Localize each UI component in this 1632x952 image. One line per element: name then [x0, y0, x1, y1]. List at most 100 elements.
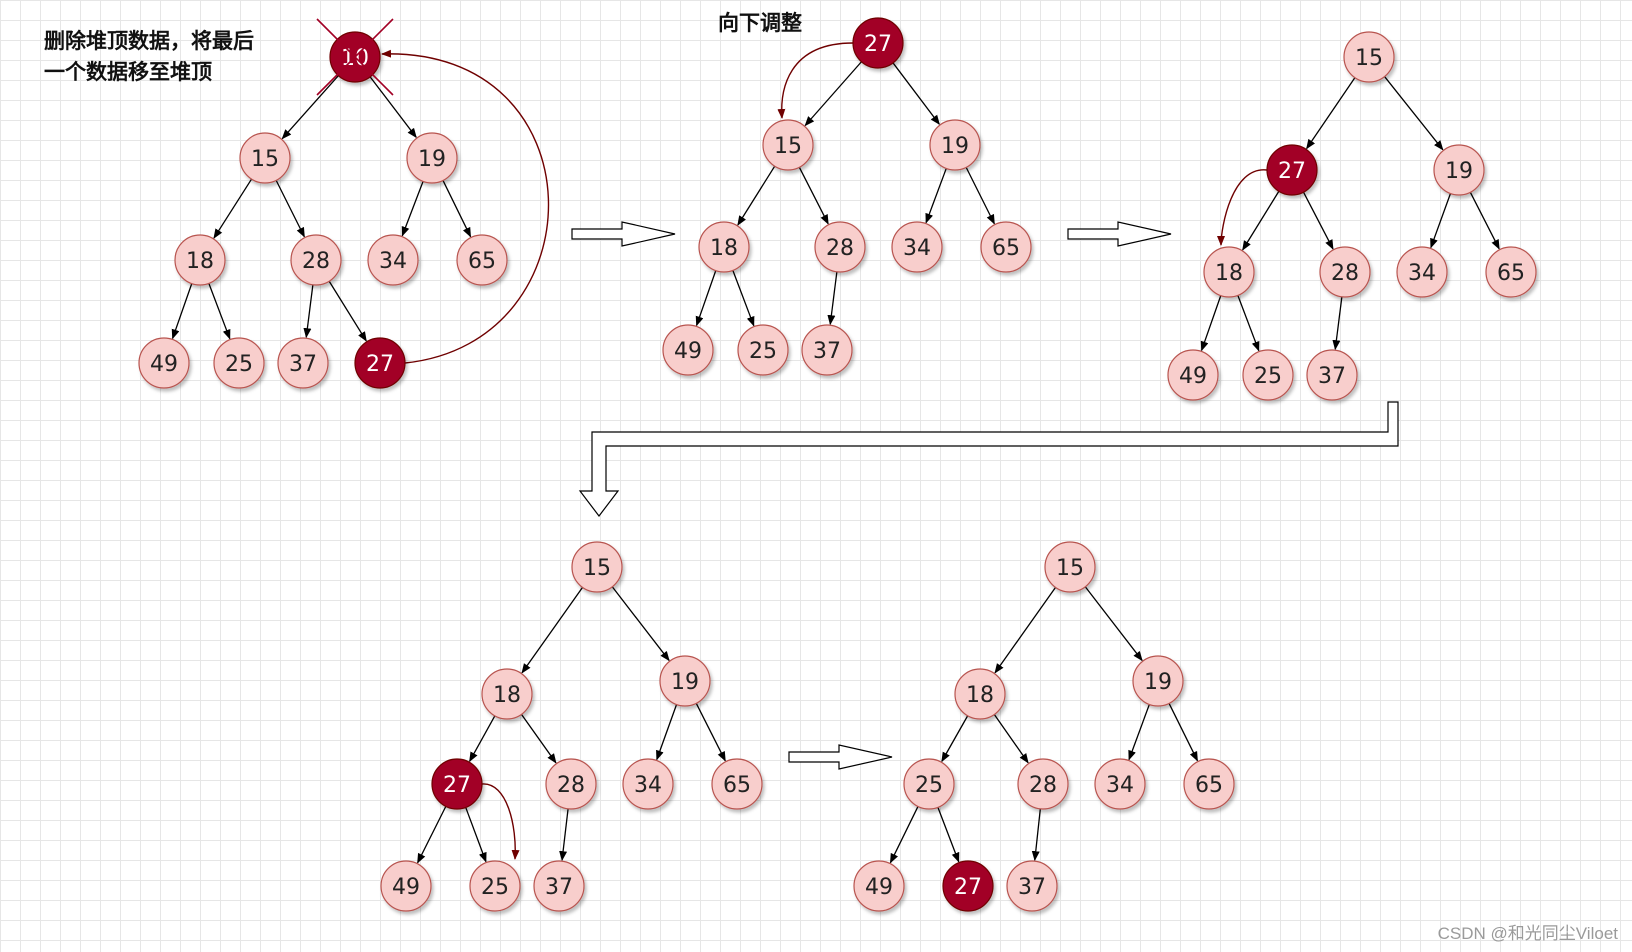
edge-c-g — [1469, 191, 1500, 250]
step-arrow-3-icon — [788, 744, 893, 770]
edge-c-g — [695, 703, 726, 762]
heap-node-value: 37 — [289, 352, 317, 377]
move-arrow — [381, 49, 550, 364]
heap-node-value: 49 — [1179, 364, 1207, 389]
edge-d-i — [1237, 295, 1260, 352]
heap-node-value: 37 — [1018, 875, 1046, 900]
heap-node — [622, 758, 674, 810]
edge-b-e — [520, 713, 557, 764]
heap-node-value: 27 — [1278, 159, 1306, 184]
heap-node — [1183, 758, 1235, 810]
edge-a-c — [1084, 586, 1143, 662]
heap-node — [1017, 758, 1069, 810]
move-arrow — [1217, 169, 1268, 246]
heap-node-value: 19 — [941, 134, 969, 159]
heap-node-value: 28 — [302, 249, 330, 274]
edge-c-g — [442, 180, 472, 238]
heap-node — [801, 324, 853, 376]
heap-node-value: 27 — [954, 875, 982, 900]
heap-node-value: 19 — [671, 670, 699, 695]
edge-e-j — [1332, 296, 1343, 351]
heap-node — [1485, 246, 1537, 298]
heap-node — [903, 758, 955, 810]
heap-node-value: 28 — [557, 773, 585, 798]
heap-node — [406, 132, 458, 184]
heap-node-value: 65 — [1195, 773, 1223, 798]
watermark: CSDN @和光同尘Viloet — [1437, 924, 1618, 943]
heap-node-highlighted — [942, 860, 994, 912]
edge-e-j — [1031, 808, 1041, 862]
heap-node — [929, 119, 981, 171]
heap-node — [481, 668, 533, 720]
heap-node-value: 49 — [865, 875, 893, 900]
heap-node — [662, 324, 714, 376]
heap-node-value: 18 — [1215, 261, 1243, 286]
heap-node — [174, 234, 226, 286]
edge-c-f — [925, 168, 947, 224]
edge-c-f — [401, 181, 424, 237]
heap-node-highlighted — [852, 17, 904, 69]
heap-node-value: 25 — [1254, 364, 1282, 389]
edge-e-j — [827, 271, 838, 326]
heap-node — [469, 860, 521, 912]
heap-node — [853, 860, 905, 912]
edge-c-g — [1168, 703, 1199, 762]
heap-node-value: 49 — [392, 875, 420, 900]
heap-node-value: 65 — [1497, 261, 1525, 286]
move-arrow — [777, 42, 854, 119]
heap-node-value: 49 — [674, 339, 702, 364]
heap-node-value: 34 — [1106, 773, 1134, 798]
heap-node — [138, 337, 190, 389]
heap-node-value: 15 — [774, 134, 802, 159]
heap-node-value: 34 — [379, 249, 407, 274]
heap-node — [571, 541, 623, 593]
heap-node-highlighted — [1266, 144, 1318, 196]
edge-d-h — [1200, 295, 1222, 352]
heap-node — [533, 860, 585, 912]
heap-node-value: 34 — [903, 236, 931, 261]
edge-b-e — [798, 166, 829, 225]
edge-b-d — [213, 178, 253, 239]
heap-node — [1132, 655, 1184, 707]
edge-a-c — [1384, 76, 1444, 151]
heap-node-value: 15 — [251, 147, 279, 172]
step-arrow-1-icon — [571, 221, 676, 247]
edge-a-b — [804, 61, 862, 127]
edge-c-g — [965, 167, 995, 225]
heap-node-value: 25 — [225, 352, 253, 377]
heap-node — [1203, 246, 1255, 298]
move-arrow — [481, 783, 520, 860]
heap-node-value: 15 — [1355, 46, 1383, 71]
heap-node-value: 27 — [443, 773, 471, 798]
heap-node-value: 49 — [150, 352, 178, 377]
edge-b-d — [469, 715, 496, 763]
heap-node — [1396, 246, 1448, 298]
edge-d-h — [417, 806, 447, 864]
heap-node-value: 28 — [1331, 261, 1359, 286]
edge-e-j — [559, 808, 569, 862]
heap-node-value: 25 — [915, 773, 943, 798]
cross-icon — [316, 18, 394, 96]
edge-a-b — [1306, 77, 1356, 150]
edge-d-h — [889, 806, 919, 864]
edge-e-j — [303, 284, 314, 339]
heap-node-value: 25 — [749, 339, 777, 364]
caption-delete-top: 删除堆顶数据，将最后一个数据移至堆顶 — [44, 29, 254, 84]
heap-node-value: 28 — [1029, 773, 1057, 798]
edge-d-i — [937, 807, 960, 863]
heap-node — [290, 234, 342, 286]
heap-node-value: 65 — [723, 773, 751, 798]
heap-node — [954, 668, 1006, 720]
heap-node-value: 15 — [1056, 556, 1084, 581]
heap-node — [1044, 541, 1096, 593]
heap-node-value: 34 — [1408, 261, 1436, 286]
heap-node-value: 65 — [992, 236, 1020, 261]
heap-node — [1319, 246, 1371, 298]
heap-node-value: 34 — [634, 773, 662, 798]
edge-c-f — [1430, 193, 1452, 249]
edge-b-e — [275, 180, 305, 238]
heap-node-value: 19 — [418, 147, 446, 172]
